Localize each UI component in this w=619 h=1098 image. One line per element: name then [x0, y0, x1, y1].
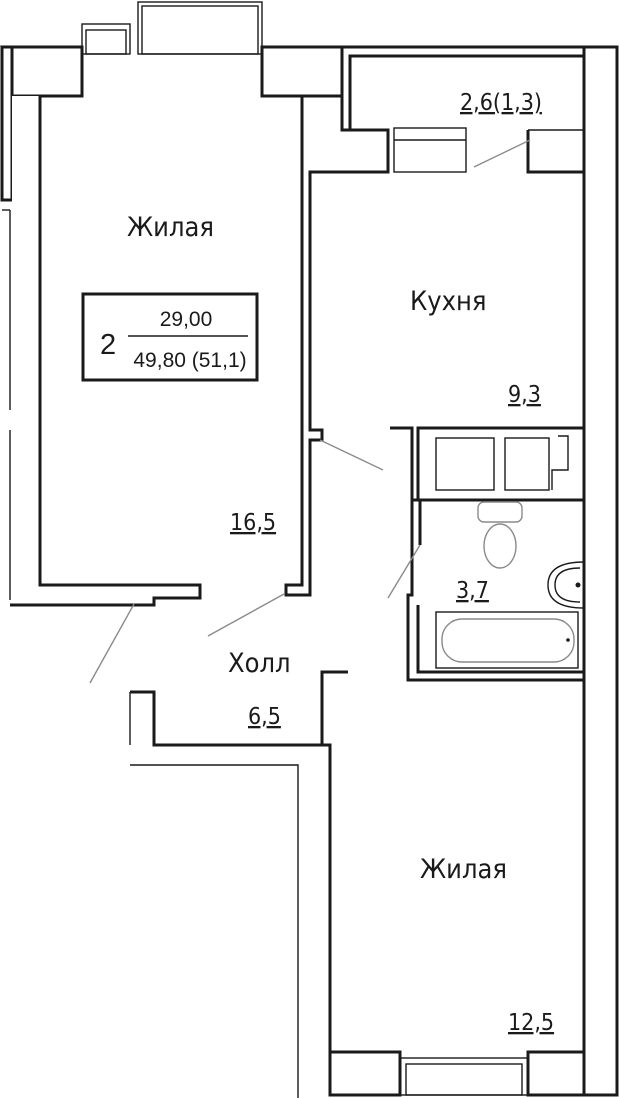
living-room-1-label: Жилая	[127, 212, 214, 243]
kitchen-area: 9,3	[508, 382, 541, 408]
top-window-bay	[81, 1, 263, 55]
hall-area: 6,5	[248, 704, 281, 730]
living-room-1-area: 16,5	[230, 510, 276, 536]
living-room-2-label: Жилая	[420, 854, 507, 885]
toilet-icon	[477, 501, 523, 569]
hall-label: Холл	[228, 648, 291, 679]
bathroom-fixtures	[435, 501, 585, 669]
rooms-count: 2	[100, 329, 116, 361]
exterior-walls	[0, 45, 619, 1097]
living-room-2-area: 12,5	[508, 1010, 554, 1036]
bathroom-area: 3,7	[456, 578, 489, 604]
total-area: 49,80 (51,1)	[133, 349, 246, 372]
door-swings	[89, 139, 531, 684]
inner-walls	[129, 127, 586, 1098]
living-area: 29,00	[160, 308, 213, 331]
kitchen-label: Кухня	[410, 286, 486, 317]
apartment-summary: 2 29,00 49,80 (51,1)	[81, 292, 259, 382]
bathtub-icon	[435, 611, 579, 669]
living-room-1-walls	[2, 94, 390, 607]
sink-icon	[547, 561, 585, 609]
balcony-area: 2,6(1,3)	[460, 90, 542, 116]
